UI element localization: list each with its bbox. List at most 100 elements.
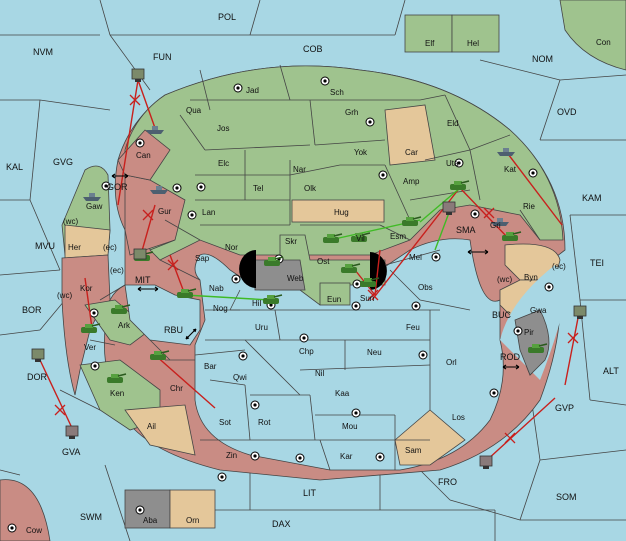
supply-centers bbox=[7, 76, 554, 533]
label-uru: Uru bbox=[255, 323, 268, 332]
label-pir: Pir bbox=[524, 328, 534, 337]
label-feu: Feu bbox=[406, 323, 420, 332]
label-ver: Ver bbox=[84, 343, 96, 352]
label-ail: Ail bbox=[147, 422, 156, 431]
sea-rbu[interactable] bbox=[124, 284, 201, 346]
label-gaw: Gaw bbox=[86, 202, 103, 211]
label-tei: TEI bbox=[590, 258, 604, 268]
label-amp: Amp bbox=[403, 177, 420, 186]
label-orn: Orn bbox=[186, 516, 199, 525]
label-eun: Eun bbox=[327, 295, 341, 304]
label-nog: Nog bbox=[213, 304, 228, 313]
label-nar: Nar bbox=[293, 165, 306, 174]
label-kal: KAL bbox=[6, 162, 23, 172]
label-olk: Olk bbox=[304, 184, 317, 193]
label-car: Car bbox=[405, 148, 418, 157]
label-coast-byn-wc: (wc) bbox=[497, 275, 512, 284]
label-qwi: Qwi bbox=[233, 373, 247, 382]
territory-elf[interactable] bbox=[404, 14, 453, 53]
label-sam: Sam bbox=[405, 446, 422, 455]
label-gri: Gri bbox=[490, 221, 501, 230]
label-kat: Kat bbox=[504, 165, 517, 174]
territory-pir-top bbox=[514, 309, 550, 376]
sea-labels: POL COB NVM FUN NOM KAL GVG OVD KAM MVU … bbox=[6, 12, 619, 529]
label-coast-kor-wc: (wc) bbox=[57, 291, 72, 300]
label-skr: Skr bbox=[285, 237, 297, 246]
label-coast-byn-ec: (ec) bbox=[552, 262, 566, 271]
label-her: Her bbox=[68, 243, 81, 252]
label-gur: Gur bbox=[158, 207, 172, 216]
label-aba: Aba bbox=[143, 516, 158, 525]
territory-her[interactable] bbox=[64, 224, 111, 259]
label-coast-kor-ec: (ec) bbox=[110, 266, 124, 275]
label-nvm: NVM bbox=[33, 47, 53, 57]
label-fro: FRO bbox=[438, 477, 457, 487]
label-rie: Rie bbox=[523, 202, 536, 211]
label-zin: Zin bbox=[226, 451, 237, 460]
label-hug: Hug bbox=[334, 208, 349, 217]
territory-borders bbox=[89, 64, 541, 471]
label-grh: Grh bbox=[345, 108, 358, 117]
label-eld: Eld bbox=[447, 119, 459, 128]
label-dor: DOR bbox=[27, 372, 48, 382]
territory-car[interactable] bbox=[384, 104, 436, 166]
label-orl: Orl bbox=[446, 358, 457, 367]
label-los: Los bbox=[452, 413, 465, 422]
label-nil: Nil bbox=[315, 369, 325, 378]
label-sch: Sch bbox=[330, 88, 344, 97]
label-alt: ALT bbox=[603, 366, 619, 376]
black-cap-west bbox=[239, 250, 256, 288]
label-kor: Kor bbox=[80, 284, 93, 293]
territory-aba[interactable] bbox=[124, 489, 171, 529]
label-hil: Hil bbox=[252, 299, 262, 308]
label-buc: BUC bbox=[492, 310, 512, 320]
black-cap-east bbox=[370, 252, 387, 290]
label-pol: POL bbox=[218, 12, 236, 22]
label-kar: Kar bbox=[340, 452, 353, 461]
order-arrows bbox=[39, 79, 579, 461]
label-obs: Obs bbox=[418, 283, 433, 292]
label-tel: Tel bbox=[253, 184, 263, 193]
label-kaa: Kaa bbox=[335, 389, 350, 398]
label-sun: Sun bbox=[360, 294, 374, 303]
label-coast-her-ec: (ec) bbox=[103, 243, 117, 252]
label-uta: Uta bbox=[446, 159, 459, 168]
label-gvg: GVG bbox=[53, 157, 73, 167]
label-dax: DAX bbox=[272, 519, 291, 529]
label-swm: SWM bbox=[80, 512, 102, 522]
label-yok: Yok bbox=[354, 148, 368, 157]
label-som: SOM bbox=[556, 492, 577, 502]
label-ost: Ost bbox=[317, 257, 330, 266]
territory-orn[interactable] bbox=[169, 489, 216, 529]
label-mou: Mou bbox=[342, 422, 358, 431]
label-mvu: MVU bbox=[35, 241, 55, 251]
territory-hug[interactable] bbox=[291, 199, 385, 223]
label-con: Con bbox=[596, 38, 611, 47]
label-jad: Jad bbox=[246, 86, 259, 95]
label-sap: Sap bbox=[195, 254, 210, 263]
label-jos: Jos bbox=[217, 124, 229, 133]
land-labels: Elf Hel Con Jad Sch Qua Grh Jos Eld Can … bbox=[26, 38, 611, 535]
label-nom: NOM bbox=[532, 54, 553, 64]
territory-ark[interactable] bbox=[84, 299, 151, 346]
label-ovd: OVD bbox=[557, 107, 577, 117]
label-vil: Vil bbox=[356, 234, 365, 243]
territory-hel[interactable] bbox=[451, 14, 500, 53]
connection-arrows bbox=[111, 173, 520, 370]
label-coast-her-wc: (wc) bbox=[63, 217, 78, 226]
label-rot: Rot bbox=[258, 418, 271, 427]
label-fun: FUN bbox=[153, 52, 172, 62]
territory-eun[interactable] bbox=[319, 282, 351, 306]
label-sma: SMA bbox=[456, 225, 476, 235]
label-gwa: Gwa bbox=[530, 306, 547, 315]
territory-ail[interactable] bbox=[124, 404, 196, 456]
label-chr: Chr bbox=[170, 384, 183, 393]
label-can: Can bbox=[136, 151, 151, 160]
label-byn: Byn bbox=[524, 273, 538, 282]
coast-labels: (wc) (ec) (ec) (wc) (wc) (ec) bbox=[57, 217, 566, 300]
territory-sam[interactable] bbox=[394, 409, 466, 466]
fleet-units[interactable] bbox=[83, 126, 515, 226]
